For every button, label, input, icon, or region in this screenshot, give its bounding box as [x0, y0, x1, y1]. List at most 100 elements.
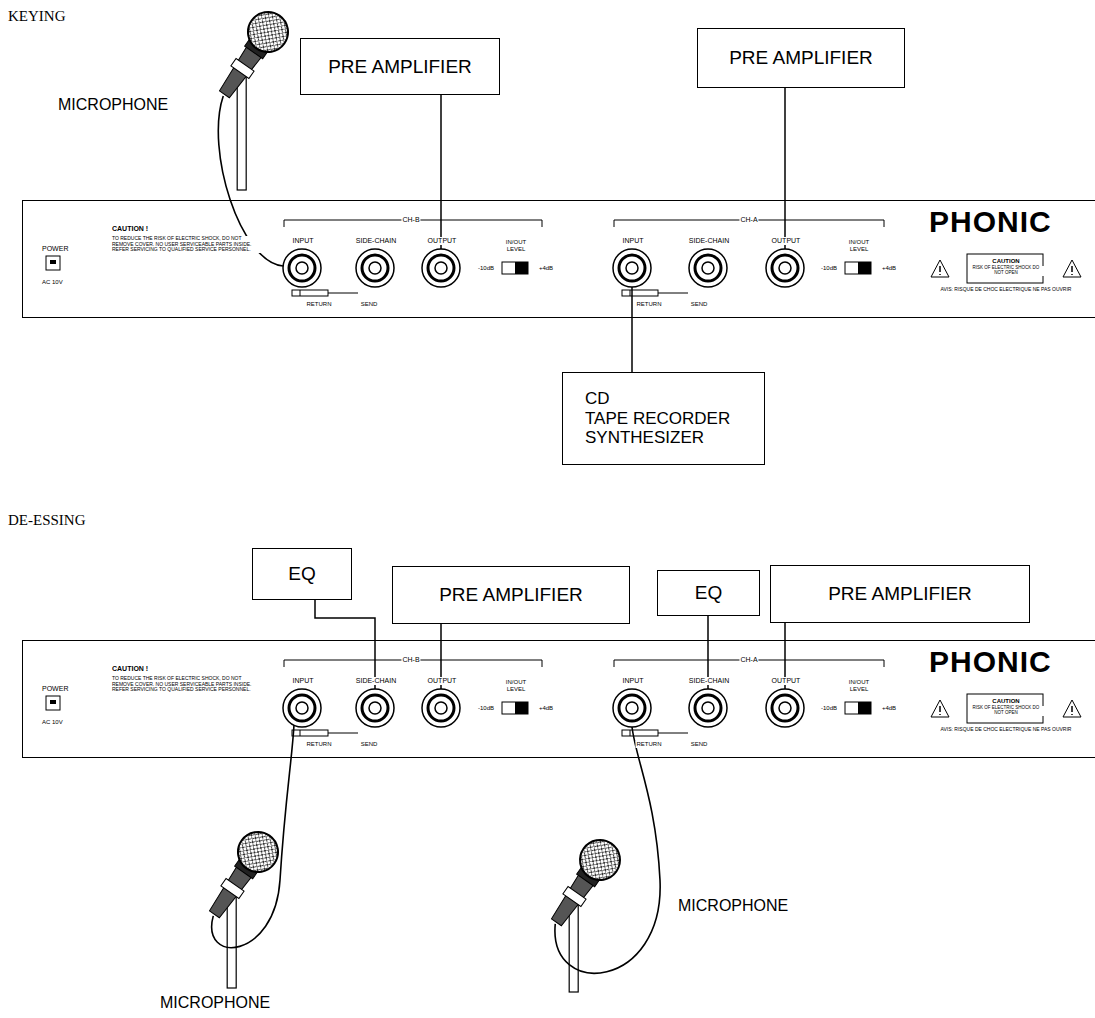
warning-triangle [939, 266, 941, 275]
panel-label: SIDE-CHAIN [355, 237, 397, 245]
jack-socket [362, 255, 388, 281]
jack-socket [289, 255, 315, 281]
panel-label: POWER [41, 685, 69, 693]
jack-socket [766, 249, 804, 287]
box-label: EQ [288, 563, 315, 585]
text-label: KEYING [8, 8, 66, 25]
level-switch [845, 262, 871, 274]
jack-socket [283, 249, 321, 287]
panel-label: INPUT [622, 237, 645, 245]
panel-label: AVIS: RISQUE DE CHOC ELECTRIQUE NE PAS O… [930, 727, 1082, 733]
panel-label: SIDE-CHAIN [688, 677, 730, 685]
jack-socket [356, 689, 394, 727]
jack-socket [766, 689, 804, 727]
signal-cable [707, 616, 709, 640]
microphone-clip [221, 878, 244, 898]
device-box: PRE AMPLIFIER [392, 566, 630, 624]
signal-cable [784, 88, 786, 200]
rear-panel: POWERAC 10VCAUTION !TO REDUCE THE RISK O… [22, 200, 1095, 318]
panel-label: CH-B [401, 656, 420, 664]
panel-label: IN/OUT LEVEL [842, 679, 876, 692]
panel-hardware [46, 660, 1081, 736]
panel-label: AC 10V [41, 279, 64, 286]
panel-label: AC 10V [41, 719, 64, 726]
microphone-handle [207, 866, 252, 919]
signal-cable [631, 318, 633, 372]
text-label: MICROPHONE [58, 96, 168, 114]
microphone-clip [231, 58, 254, 78]
device-box: PRE AMPLIFIER [770, 565, 1030, 623]
warning-triangle [1071, 266, 1073, 275]
warning-triangle [1071, 706, 1073, 715]
jack-socket [613, 249, 651, 287]
warning-triangle [1063, 260, 1081, 277]
insert-plug-icon [300, 730, 358, 736]
insert-plug-icon [292, 730, 328, 736]
warning-triangle [939, 706, 941, 715]
warning-triangle [931, 260, 949, 277]
insert-plug-icon [300, 290, 358, 296]
insert-plug-icon [622, 730, 658, 736]
jack-socket [626, 262, 638, 274]
text-label: DE-ESSING [8, 512, 86, 529]
panel-label: -10dB [820, 705, 838, 712]
device-box: PRE AMPLIFIER [697, 28, 905, 88]
panel-label: +4dB [881, 265, 897, 272]
power-switch [50, 700, 56, 704]
jack-socket [619, 255, 645, 281]
microphone-icon [540, 832, 628, 992]
panel-label: SEND [690, 301, 709, 308]
panel-label: SEND [690, 741, 709, 748]
insert-plug-icon [630, 730, 688, 736]
level-switch [502, 702, 528, 714]
device-box: PRE AMPLIFIER [300, 38, 500, 95]
level-switch [845, 702, 871, 714]
jack-socket [702, 702, 714, 714]
panel-label: CH-B [401, 216, 420, 224]
jack-wire [631, 287, 633, 318]
microphone-head [240, 4, 296, 60]
jack-socket [689, 689, 727, 727]
microphone-stand [237, 69, 246, 190]
jack-socket [626, 702, 638, 714]
level-switch [515, 702, 528, 714]
jack-socket [779, 702, 791, 714]
signal-cable [784, 623, 786, 640]
jack-socket [296, 262, 308, 274]
jack-socket [296, 702, 308, 714]
caution-box [967, 254, 1043, 283]
box-label: EQ [695, 582, 722, 604]
box-label: PRE AMPLIFIER [439, 584, 583, 606]
panel-label: POWER [41, 245, 69, 253]
level-switch [502, 262, 528, 274]
panel-label: -10dB [477, 265, 495, 272]
microphone-handle [549, 874, 594, 927]
microphone-handle [217, 46, 262, 99]
panel-label: +4dB [538, 265, 554, 272]
jack-socket [362, 695, 388, 721]
signal-cable [315, 600, 375, 640]
jack-socket [289, 695, 315, 721]
level-switch [858, 702, 871, 714]
panel-label: TO REDUCE THE RISK OF ELECTRIC SHOCK, DO… [111, 676, 263, 693]
panel-label: -10dB [477, 705, 495, 712]
panel-label: IN/OUT LEVEL [499, 679, 533, 692]
jack-socket [695, 695, 721, 721]
warning-triangle [1063, 700, 1081, 717]
microphone-head [230, 824, 286, 880]
warning-triangle [931, 700, 949, 717]
panel-label: SIDE-CHAIN [355, 677, 397, 685]
panel-label: AVIS: RISQUE DE CHOC ELECTRIQUE NE PAS O… [930, 287, 1082, 293]
jack-socket [369, 702, 381, 714]
device-box: EQ [657, 570, 760, 616]
panel-label: INPUT [292, 677, 315, 685]
jack-socket [702, 262, 714, 274]
box-label: PRE AMPLIFIER [828, 583, 972, 605]
power-switch [50, 260, 56, 264]
level-switch [515, 262, 528, 274]
jack-socket [435, 702, 447, 714]
microphone-icon [198, 824, 286, 988]
panel-label: CH-A [739, 216, 758, 224]
